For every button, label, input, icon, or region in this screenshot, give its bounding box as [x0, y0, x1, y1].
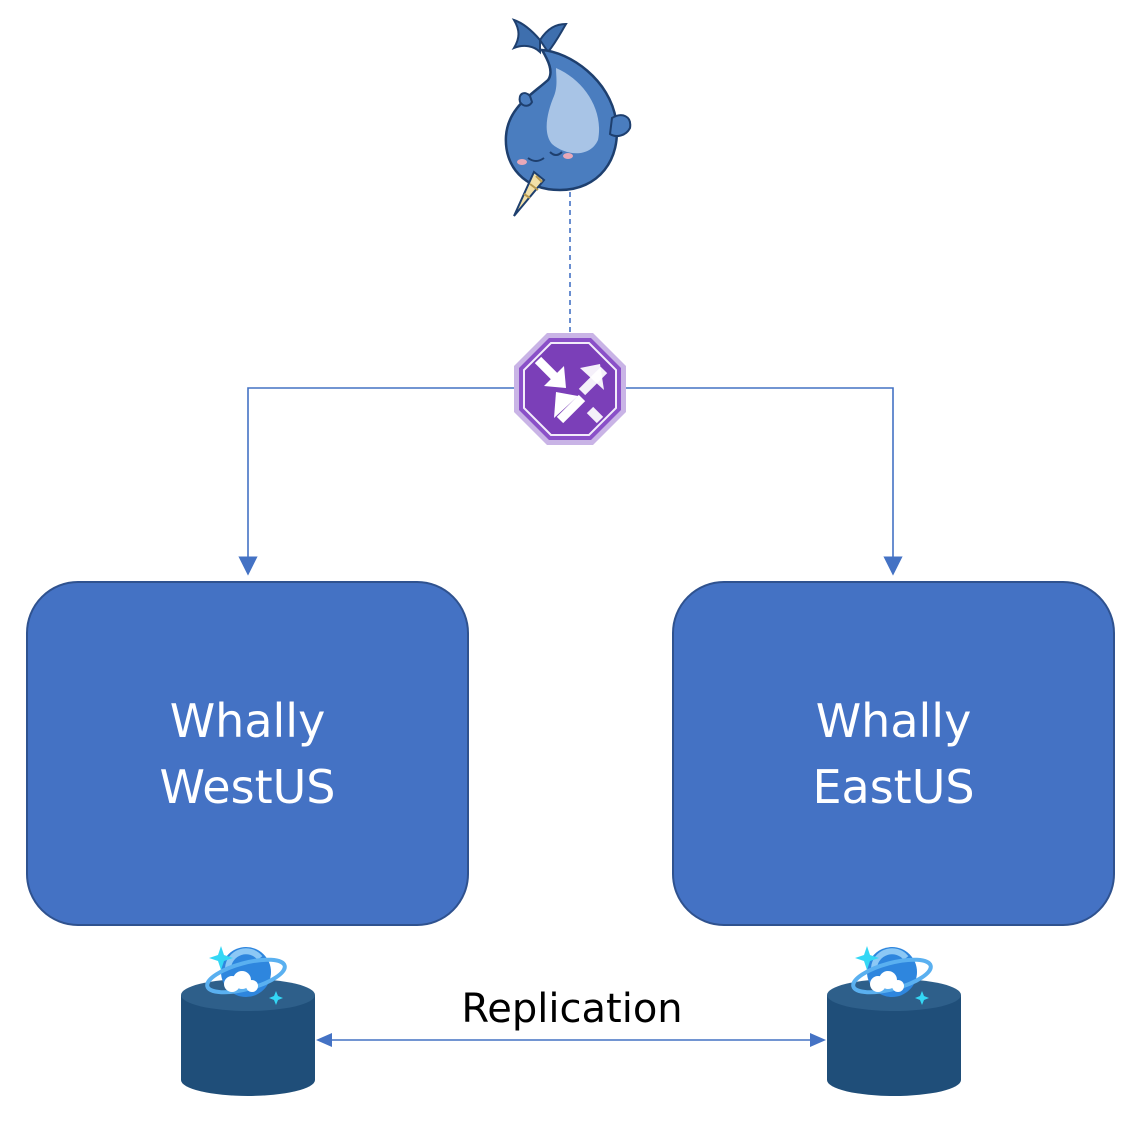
region-label-westus: Whally WestUS — [160, 688, 336, 820]
region-name: Whally — [815, 693, 972, 748]
router-to-westus-connector — [238, 387, 515, 576]
region-location: EastUS — [812, 759, 975, 814]
database-eastus — [827, 946, 961, 1096]
region-label-eastus: Whally EastUS — [812, 688, 974, 820]
traffic-manager-icon — [514, 333, 626, 445]
region-name: Whally — [169, 693, 326, 748]
region-box-eastus: Whally EastUS — [672, 581, 1115, 926]
narwhal-icon — [504, 18, 632, 217]
replication-label: Replication — [461, 986, 683, 1032]
cosmos-db-icon — [205, 946, 287, 1005]
replication-arrowhead-right — [810, 1033, 826, 1047]
database-westus — [181, 946, 315, 1096]
region-box-westus: Whally WestUS — [26, 581, 469, 926]
cosmos-db-icon — [851, 946, 933, 1005]
region-location: WestUS — [159, 759, 336, 814]
router-to-eastus-connector — [625, 387, 903, 576]
replication-arrowhead-left — [316, 1033, 332, 1047]
